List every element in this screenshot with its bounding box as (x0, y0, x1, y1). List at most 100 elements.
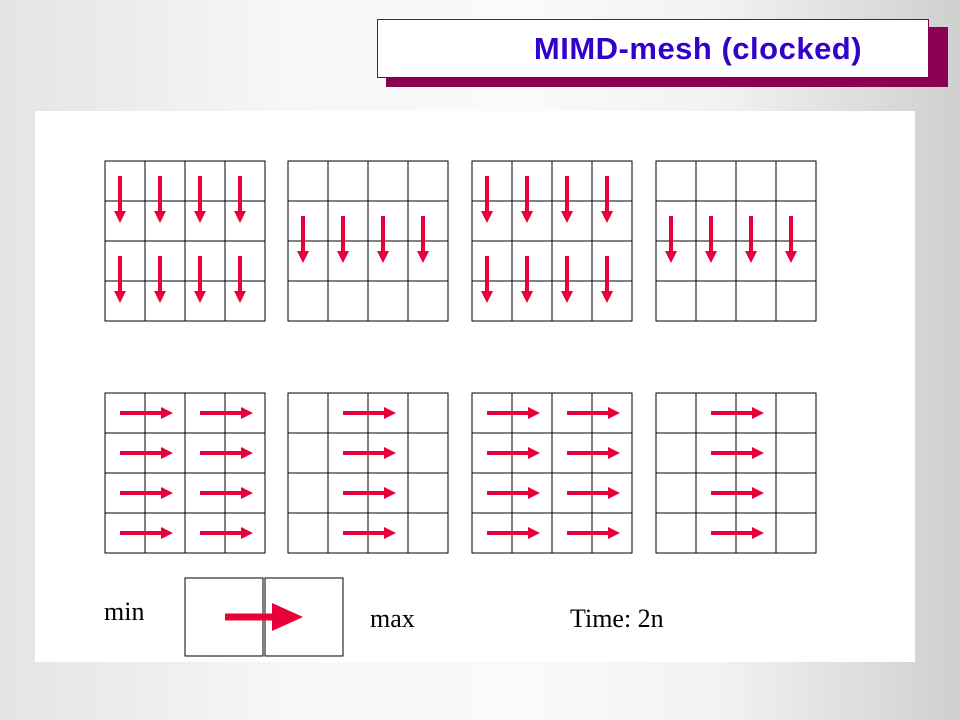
mesh-cell (407, 200, 449, 242)
arrow-right (711, 447, 764, 459)
mesh-grid (471, 392, 633, 554)
mesh-cell (511, 240, 553, 282)
diagram-panel (35, 111, 915, 662)
arrow-down (194, 256, 206, 303)
arrow-right (200, 447, 253, 459)
arrow-down (154, 256, 166, 303)
time-label: Time: 2n (570, 604, 664, 633)
mesh-cell (287, 432, 329, 474)
mesh-cell (775, 392, 817, 434)
mesh-cell (695, 240, 737, 282)
mesh-cell (735, 160, 777, 202)
arrow-down (785, 216, 797, 263)
mesh-cell (775, 280, 817, 322)
mesh-cell (224, 160, 266, 202)
mesh-cell (287, 160, 329, 202)
arrow-down (705, 216, 717, 263)
mesh-cell (407, 280, 449, 322)
mesh-cell (224, 240, 266, 282)
mesh-cell (775, 472, 817, 514)
mesh-cell (655, 280, 697, 322)
mesh-cell (287, 472, 329, 514)
arrow-right (487, 487, 540, 499)
mesh-cell (104, 280, 146, 322)
mesh-cell (224, 280, 266, 322)
mesh-grid (287, 160, 449, 322)
mesh-cell (144, 280, 186, 322)
mesh-cell (104, 160, 146, 202)
mesh-cell (591, 280, 633, 322)
mesh-cell (695, 200, 737, 242)
mesh-cell (655, 432, 697, 474)
mesh-grid (655, 392, 817, 554)
arrow-down (521, 256, 533, 303)
arrow-down (114, 256, 126, 303)
mesh-cell (511, 280, 553, 322)
mesh-cell (471, 160, 513, 202)
arrow-right (120, 527, 173, 539)
mesh-cell (471, 240, 513, 282)
mesh-cell (104, 200, 146, 242)
mesh-cell (287, 240, 329, 282)
arrow-down (481, 256, 493, 303)
arrow-down (561, 176, 573, 223)
arrow-right (487, 407, 540, 419)
mesh-cell (287, 512, 329, 554)
arrow-right (487, 527, 540, 539)
mesh-cell (551, 200, 593, 242)
mesh-cell (327, 240, 369, 282)
page-title: MIMD-mesh (clocked) (533, 30, 863, 66)
mesh-cell (407, 512, 449, 554)
arrow-right (200, 487, 253, 499)
mesh-cell (551, 280, 593, 322)
mesh-cell (287, 200, 329, 242)
arrow-right (487, 447, 540, 459)
mesh-cell (591, 160, 633, 202)
mesh-cell (327, 280, 369, 322)
mesh-cell (655, 200, 697, 242)
mesh-cell (144, 200, 186, 242)
mesh-cell (471, 200, 513, 242)
min-label: min (104, 597, 145, 626)
mesh-cell (735, 280, 777, 322)
mesh-grid (655, 160, 817, 322)
mesh-grid (287, 392, 449, 554)
mesh-cell (407, 160, 449, 202)
mesh-cell (655, 160, 697, 202)
mesh-cell (655, 392, 697, 434)
arrow-down (234, 176, 246, 223)
arrow-down (337, 216, 349, 263)
mesh-cell (655, 240, 697, 282)
legend-cells (184, 577, 344, 657)
arrow-right (567, 447, 620, 459)
mesh-cell (104, 240, 146, 282)
mesh-cell (327, 200, 369, 242)
mesh-cell (591, 240, 633, 282)
mesh-cell (775, 432, 817, 474)
mesh-cell (655, 512, 697, 554)
arrow-right (343, 527, 396, 539)
arrow-down (601, 176, 613, 223)
arrow-right (200, 407, 253, 419)
mesh-cell (551, 160, 593, 202)
mesh-cell (184, 200, 226, 242)
arrow-right (567, 407, 620, 419)
arrow-down (154, 176, 166, 223)
arrow-down (377, 216, 389, 263)
mesh-cell (511, 200, 553, 242)
arrow-right (567, 527, 620, 539)
mesh-grid (104, 392, 266, 554)
mesh-cell (775, 200, 817, 242)
mesh-cell (367, 280, 409, 322)
arrow-right (120, 487, 173, 499)
mesh-grid (104, 160, 266, 322)
mesh-cell (695, 160, 737, 202)
mesh-cell (144, 240, 186, 282)
arrow-down (297, 216, 309, 263)
mesh-cell (367, 240, 409, 282)
arrow-right (711, 487, 764, 499)
arrow-right (711, 407, 764, 419)
arrow-down (234, 256, 246, 303)
mesh-cell (367, 200, 409, 242)
title-box: MIMD-mesh (clocked) (377, 19, 929, 78)
